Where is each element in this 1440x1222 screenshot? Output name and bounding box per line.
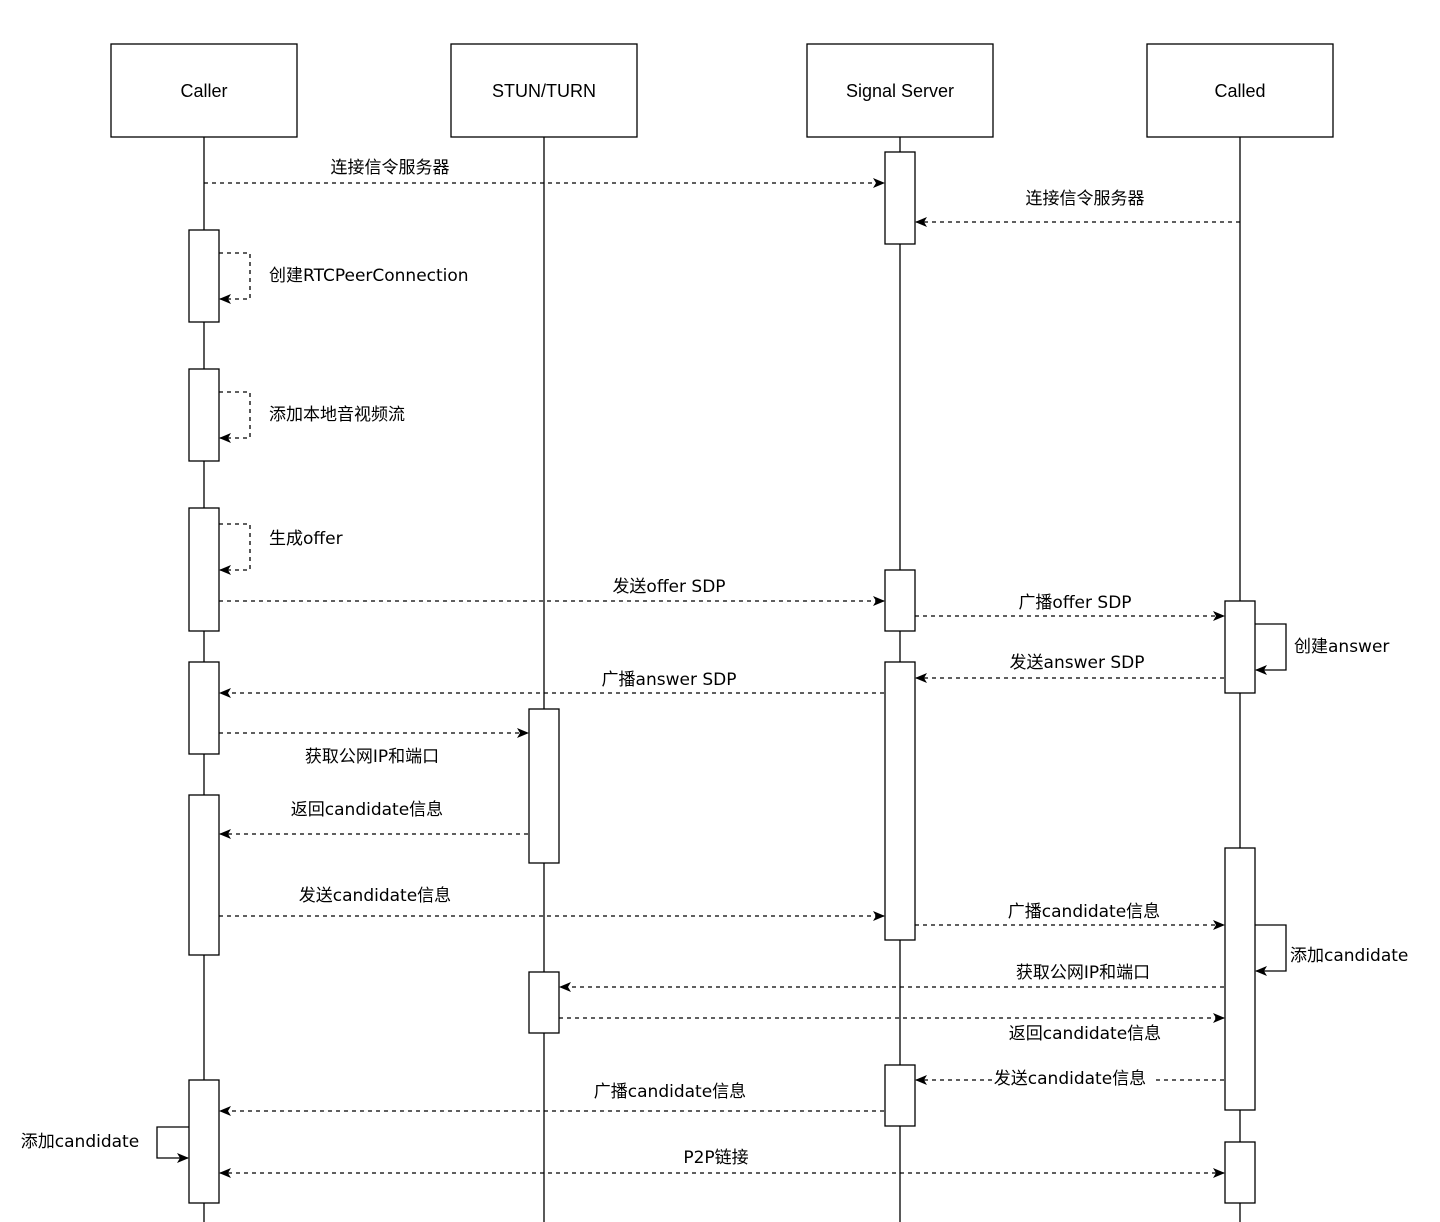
activation-bar: [1224, 1141, 1256, 1204]
message-label: P2P链接: [683, 1148, 748, 1168]
message-label: 发送candidate信息: [299, 886, 451, 906]
message-label: 连接信令服务器: [1026, 189, 1145, 209]
message-connect-signal-caller: 连接信令服务器: [204, 158, 885, 188]
message-get-public-ip-caller: 获取公网IP和端口: [219, 728, 529, 767]
message-label: 添加本地音视频流: [269, 405, 405, 425]
message-label: 获取公网IP和端口: [305, 747, 439, 767]
message-add-local-stream: 添加本地音视频流: [219, 391, 405, 443]
message-label: 添加candidate: [21, 1132, 139, 1152]
actor-box: [1146, 43, 1334, 138]
message-label: 广播answer SDP: [602, 670, 737, 690]
message-p2p-link: P2P链接: [219, 1148, 1225, 1178]
message-send-offer-sdp: 发送offer SDP: [219, 577, 885, 606]
activation-bar: [884, 151, 916, 245]
activation-bar: [528, 708, 560, 864]
actor-label: Called: [1214, 81, 1265, 101]
message-label-background: [596, 669, 742, 691]
message-label: 发送answer SDP: [1010, 653, 1145, 673]
activation-bar: [1224, 847, 1256, 1111]
activation-bar: [188, 229, 220, 323]
actor-caller: Caller: [110, 43, 298, 138]
message-label: 生成offer: [269, 529, 343, 549]
activation-bar: [884, 661, 916, 941]
actor-called: Called: [1146, 43, 1334, 138]
message-label: 创建answer: [1294, 637, 1389, 657]
message-arrow: [219, 523, 251, 575]
message-create-answer: 创建answer: [1255, 623, 1389, 675]
actor-signal-server: Signal Server: [806, 43, 994, 138]
message-arrow: [219, 252, 251, 304]
message-create-offer: 生成offer: [219, 523, 343, 575]
message-broadcast-offer-sdp: 广播offer SDP: [915, 593, 1225, 621]
message-broadcast-candidate-called: 广播candidate信息: [915, 902, 1225, 930]
message-send-candidate-called: 发送candidate信息: [915, 1068, 1224, 1090]
message-label: 返回candidate信息: [291, 800, 443, 820]
message-add-candidate-called: 添加candidate: [1255, 924, 1408, 976]
message-arrow: [219, 391, 251, 443]
message-label: 获取公网IP和端口: [1016, 963, 1150, 983]
message-label-background: [992, 1068, 1154, 1090]
activations: [188, 151, 1256, 1204]
message-arrow: [1255, 924, 1287, 976]
activation-bar: [188, 794, 220, 956]
message-label: 广播candidate信息: [1008, 902, 1160, 922]
activation-bar: [188, 507, 220, 632]
message-broadcast-answer-sdp: 广播answer SDP: [219, 669, 884, 698]
actor-label: STUN/TURN: [492, 81, 596, 101]
message-send-answer-sdp: 发送answer SDP: [915, 653, 1224, 683]
actor-box: [110, 43, 298, 138]
activation-bar: [884, 569, 916, 632]
messages: 连接信令服务器 连接信令服务器 创建RTCPeerConnection 添加本地…: [21, 158, 1408, 1178]
activation-bar: [1224, 600, 1256, 694]
activation-bar: [188, 368, 220, 462]
message-add-candidate-caller: 添加candidate: [21, 1126, 189, 1163]
activation-bar: [188, 1079, 220, 1204]
actor-label: Signal Server: [846, 81, 954, 101]
activation-bar: [188, 661, 220, 755]
message-arrow: [1255, 623, 1287, 675]
message-label: 广播offer SDP: [1018, 593, 1131, 613]
message-arrow: [156, 1126, 189, 1163]
message-create-peer-connection: 创建RTCPeerConnection: [219, 252, 469, 304]
actor-stun: STUN/TURN: [450, 43, 638, 138]
actor-box: [806, 43, 994, 138]
message-send-candidate-caller: 发送candidate信息: [219, 886, 885, 921]
actor-box: [450, 43, 638, 138]
message-label: 广播candidate信息: [594, 1082, 746, 1102]
message-connect-signal-called: 连接信令服务器: [915, 189, 1240, 227]
message-label: 连接信令服务器: [331, 158, 450, 178]
message-return-candidate-caller: 返回candidate信息: [219, 800, 528, 839]
message-broadcast-candidate-caller: 广播candidate信息: [219, 1082, 884, 1116]
message-get-public-ip-called: 获取公网IP和端口: [559, 963, 1224, 992]
activation-bar: [884, 1064, 916, 1127]
message-return-candidate-called: 返回candidate信息: [559, 1013, 1225, 1044]
actor-label: Caller: [180, 81, 227, 101]
message-label: 发送candidate信息: [994, 1069, 1146, 1089]
message-label: 返回candidate信息: [1009, 1024, 1161, 1044]
activation-bar: [528, 971, 560, 1034]
message-label: 添加candidate: [1290, 946, 1408, 966]
message-label: 发送offer SDP: [612, 577, 725, 597]
message-label: 创建RTCPeerConnection: [269, 266, 469, 286]
